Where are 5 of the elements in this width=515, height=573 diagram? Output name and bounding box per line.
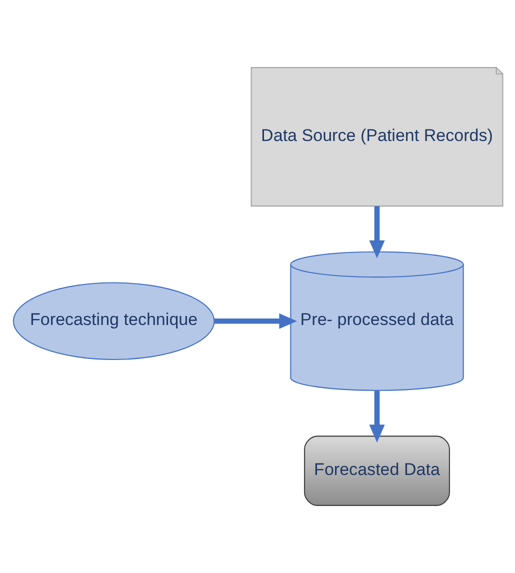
arrow xyxy=(214,313,297,329)
node-ellipse: Forecasting technique xyxy=(12,282,214,360)
arrow xyxy=(368,390,384,443)
node-box: Forecasted Data xyxy=(304,436,450,506)
arrow xyxy=(368,206,384,258)
